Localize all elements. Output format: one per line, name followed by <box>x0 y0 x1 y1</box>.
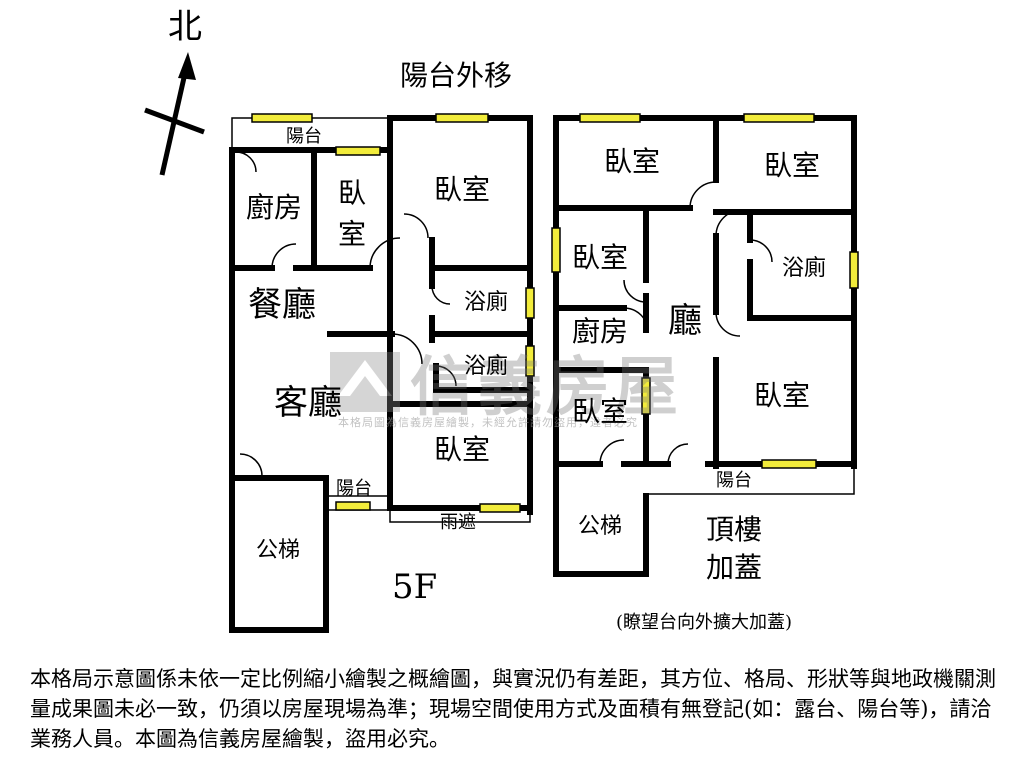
right-doors <box>599 181 773 465</box>
left-bedroom-top-label: 臥室 <box>434 173 491 206</box>
watermark-brand: 信義房屋 <box>410 351 682 425</box>
north-arrow-icon <box>144 52 205 176</box>
left-balcony-bottom-label: 陽台 <box>336 478 372 499</box>
left-dining-label: 餐廳 <box>248 285 316 325</box>
left-bath-2-label: 浴廁 <box>464 354 509 379</box>
brand-logo-icon <box>330 352 400 412</box>
right-kitchen-label: 廚房 <box>572 315 629 348</box>
left-doors <box>235 151 457 477</box>
right-bedroom-lr-label: 臥室 <box>754 379 811 412</box>
right-bath-label: 浴廁 <box>782 256 827 281</box>
watermark: 信義房屋 <box>330 336 682 428</box>
right-bedroom-tl-label: 臥室 <box>604 145 661 178</box>
left-bedroom-small-label: 臥 室 <box>334 178 367 249</box>
north-label: 北 <box>168 7 202 47</box>
left-stair-label: 公梯 <box>256 538 301 563</box>
right-balcony-label: 陽台 <box>716 470 752 491</box>
left-bath-1-label: 浴廁 <box>464 290 509 315</box>
right-windows <box>551 113 859 469</box>
left-living-label: 客廳 <box>274 383 342 423</box>
roof-addition-label-2: 加蓋 <box>706 551 763 584</box>
right-balcony-outlines <box>645 464 855 496</box>
right-bedroom-ml-label: 臥室 <box>572 241 629 274</box>
left-windows <box>251 113 535 513</box>
roof-addition-label-1: 頂樓 <box>706 513 763 546</box>
right-bedroom-ll-label: 臥室 <box>572 395 629 428</box>
floor-label: 5F <box>392 567 438 607</box>
disclaimer-text: 本格局示意圖係未依一定比例縮小繪製之概繪圖，與實況仍有差距，其方位、格局、形狀等… <box>30 667 996 751</box>
left-bedroom-bottom-label: 臥室 <box>434 433 491 466</box>
left-awning-label: 雨遮 <box>440 512 476 533</box>
right-stair-label: 公梯 <box>578 514 623 539</box>
right-bedroom-tr-label: 臥室 <box>764 149 821 182</box>
right-hall-label: 廳 <box>668 301 702 341</box>
watermark-small-text: 本格局圖為信義房屋繪製，未經允許請勿盜用，違者必究 <box>338 416 638 429</box>
balcony-moved-label: 陽台外移 <box>400 59 513 92</box>
left-kitchen-label: 廚房 <box>246 191 303 224</box>
roof-note-label: (瞭望台向外擴大加蓋) <box>616 612 793 633</box>
left-balcony-top-label: 陽台 <box>286 126 322 147</box>
